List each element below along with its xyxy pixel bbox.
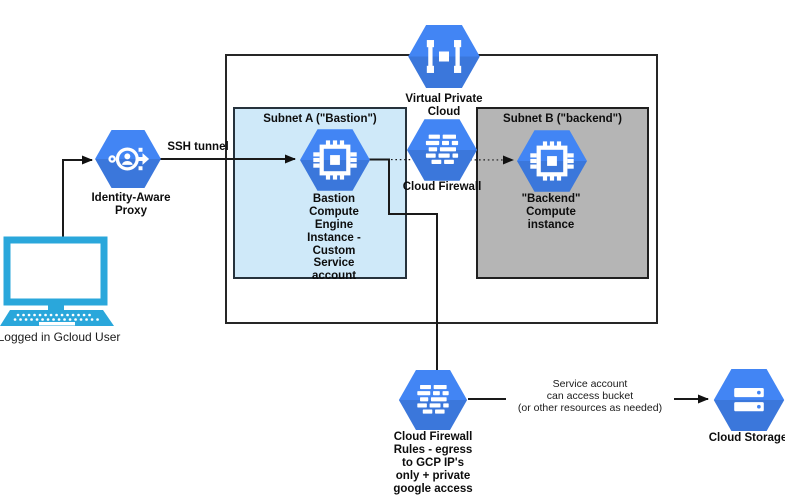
cloud-storage-hexagon	[713, 369, 785, 431]
cloud-firewall-rules-hexagon	[398, 370, 468, 430]
cloud-storage-label: Cloud Storage	[708, 432, 785, 444]
cloud-firewall-hexagon	[407, 119, 477, 181]
bastion-hexagon	[300, 129, 370, 191]
backend-label: "Backend" Compute instance	[521, 193, 581, 231]
identity-aware-proxy-icon	[108, 147, 150, 171]
laptop-icon	[0, 236, 114, 326]
cloud-storage-icon	[734, 388, 764, 412]
vpc-label: Virtual Private Cloud	[405, 93, 483, 118]
cloud-firewall-rules-label: Cloud Firewall Rules - egress to GCP IP'…	[393, 431, 473, 495]
vpc-icon	[426, 40, 462, 73]
service-account-note: Service account can access bucket (or ot…	[506, 378, 674, 416]
vpc-hexagon	[408, 25, 480, 88]
iap-label: Identity-Aware Proxy	[91, 192, 171, 217]
cloud-firewall-icon	[417, 385, 449, 414]
user-label: Logged in Gcloud User	[0, 330, 121, 344]
bastion-to-backend-dotted-arrow	[368, 155, 514, 165]
cloud-firewall-icon	[425, 134, 459, 164]
iap-hexagon	[95, 130, 161, 188]
subnet-a-title: Subnet A ("Bastion")	[263, 113, 377, 125]
cloud-firewall-label: Cloud Firewall	[402, 181, 482, 193]
subnet-b-title: Subnet B ("backend")	[503, 113, 622, 125]
compute-engine-icon	[313, 140, 357, 180]
bastion-to-firewall-rules-line	[369, 158, 438, 371]
bastion-label: Bastion Compute Engine Instance - Custom…	[307, 193, 361, 283]
user-to-iap-arrow	[62, 155, 93, 237]
compute-engine-icon	[530, 141, 574, 181]
backend-hexagon	[517, 130, 587, 192]
ssh-tunnel-label: SSH tunnel	[167, 141, 229, 153]
